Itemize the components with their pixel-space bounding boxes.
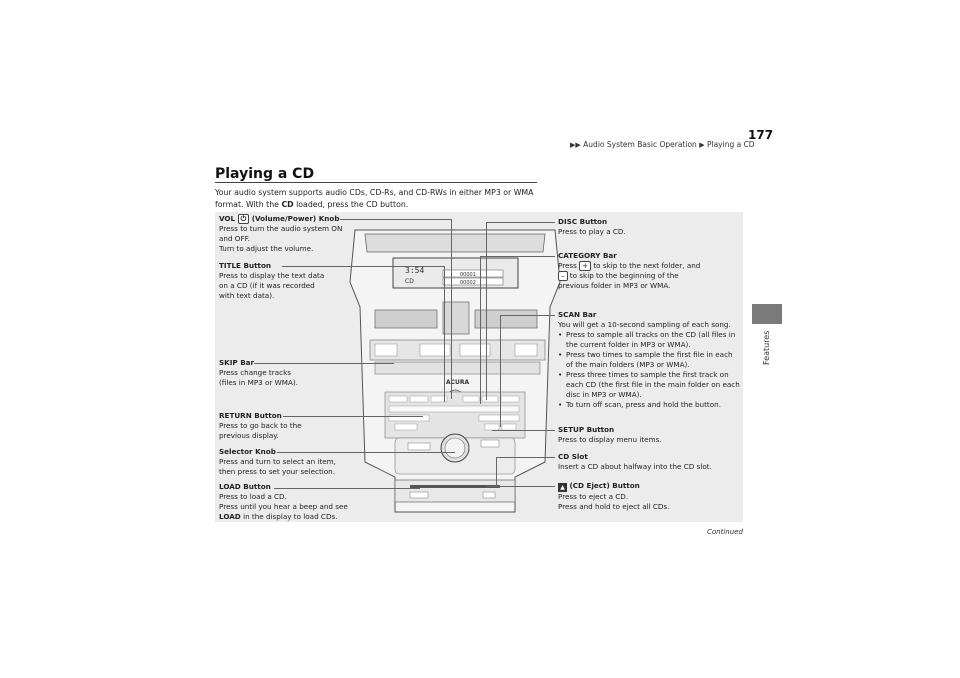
callout-return-button: RETURN Button Press to go back to the pr… [219,411,302,440]
display-track-2: 00002 [460,280,476,286]
callout-scan-bar: SCAN Bar You will get a 10-second sampli… [558,310,741,410]
page-number: 177 [748,128,774,142]
scan-bullet: Press to sample all tracks on the CD (al… [558,330,741,350]
leader-skip-h [254,363,394,364]
leader-load-h [274,488,420,489]
breadcrumb-part-1[interactable]: Audio System Basic Operation [583,140,697,149]
leader-title-v [444,266,445,402]
callout-disc-button: DISC Button Press to play a CD. [558,217,626,236]
display-track-1: 00001 [460,272,476,278]
callout-vol-knob: VOL ⏻ (Volume/Power) Knob Press to turn … [219,214,349,254]
section-label-text: Features [762,330,771,365]
power-icon: ⏻ [237,214,250,224]
return-button [407,442,431,451]
continued-label: Continued [707,528,743,536]
scan-bullet: To turn off scan, press and hold the but… [558,400,741,410]
leader-category-v [480,256,481,404]
cd-slot [410,485,500,488]
leader-slot-v [496,457,497,487]
audio-console-illustration: 3:54 CD 00001 00002 ACURA [349,229,561,513]
callout-selector-knob: Selector Knob Press and turn to select a… [219,447,336,476]
eject-icon: ▲ [558,483,567,492]
leader-setup-h [492,430,555,431]
intro-paragraph: Your audio system supports audio CDs, CD… [215,188,534,209]
callout-cd-slot: CD Slot Insert a CD about halfway into t… [558,452,712,471]
breadcrumb-arrow-icon: ▶ [699,141,705,149]
leader-category-h [480,256,555,257]
display-time: 3:54 [405,266,424,275]
eject-button [482,491,496,499]
leader-disc-h [486,222,555,223]
leader-return-h [283,416,423,417]
callout-load-button: LOAD Button Press to load a CD. Press un… [219,482,348,521]
leader-vol-h [340,219,451,220]
scan-bullet: Press two times to sample the first file… [558,350,741,370]
console-brand-logo: ACURA [446,379,470,386]
breadcrumb-part-2[interactable]: Playing a CD [706,140,755,149]
callout-skip-bar: SKIP Bar Press change tracks (files in M… [219,358,298,387]
leader-scan-h [500,315,555,316]
callout-eject-button: ▲ (CD Eject) Button Press to eject a CD.… [558,481,670,511]
callout-title-button: TITLE Button Press to display the text d… [219,261,325,300]
title-divider [215,182,537,183]
page-title: Playing a CD [215,166,315,182]
scan-bullet: Press three times to sample the first tr… [558,370,741,400]
leader-selector-h [277,452,455,453]
minus-icon: – [558,271,568,281]
callout-vol-head: VOL ⏻ (Volume/Power) Knob [219,214,340,224]
section-tab [752,304,782,324]
leader-slot-h [496,457,555,458]
section-label: Features [752,325,782,371]
setup-button [480,439,500,448]
breadcrumb-arrow-icon: ▶▶ [570,141,581,149]
leader-vol-v [451,219,452,399]
plus-icon: + [579,261,592,271]
breadcrumb: ▶▶ Audio System Basic Operation ▶ Playin… [570,140,755,149]
load-button [409,491,429,499]
callout-setup-button: SETUP Button Press to display menu items… [558,425,662,444]
leader-title-h [282,266,444,267]
callout-category-bar: CATEGORY Bar Press + to skip to the next… [558,251,701,290]
leader-eject-h [486,486,555,487]
leader-scan-v [500,315,501,427]
display-source: CD [405,278,414,285]
leader-disc-v [486,222,487,400]
